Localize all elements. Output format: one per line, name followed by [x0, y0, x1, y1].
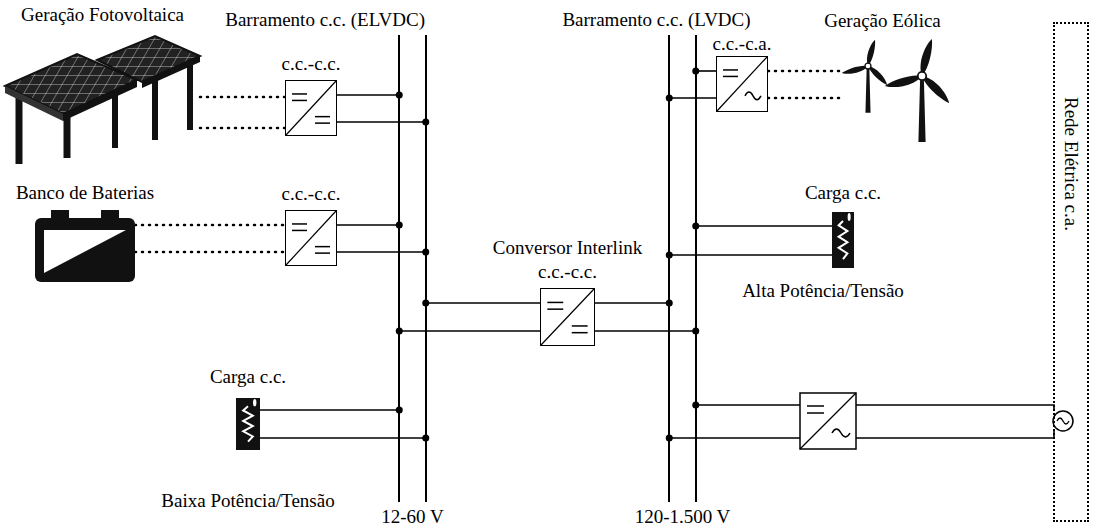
bus-wire — [135, 225, 285, 252]
bus-wire — [595, 300, 699, 335]
converter-symbol — [541, 289, 594, 345]
node-label: Carga c.c. — [805, 182, 881, 204]
ac-source-symbol — [1053, 411, 1073, 431]
bus-wire — [666, 223, 832, 259]
node-label: c.c.-c.c. — [281, 183, 340, 205]
bus-wire — [200, 97, 285, 128]
dc-bus: Barramento c.c. (LVDC)120-1.500 V — [668, 35, 697, 502]
bus-wire — [337, 92, 429, 126]
bus-wire — [337, 222, 429, 256]
converter-symbol — [717, 57, 767, 111]
node-label: Rede Elétrica c.a. — [1060, 97, 1082, 231]
battery-bank: Banco de Baterias — [35, 210, 135, 282]
node-label: Geração Eólica — [824, 10, 941, 32]
dc-ac-converter: c.c.-c.a. — [716, 56, 768, 112]
node-sublabel: Alta Potência/Tensão — [742, 280, 904, 302]
battery-icon — [35, 210, 135, 282]
wind-generation: Geração Eólica — [840, 40, 965, 120]
node-label: Carga c.c. — [210, 366, 286, 388]
bus-wire — [260, 407, 429, 442]
converter-symbol — [286, 211, 336, 265]
wind-turbines — [840, 40, 965, 120]
dc-dc-converter: c.c.-c.c. — [285, 80, 337, 136]
node-label: c.c.-c.c. — [281, 53, 340, 75]
bus-wire — [396, 300, 540, 335]
node-sublabel: 120-1.500 V — [635, 506, 731, 528]
node-sublabel: 12-60 V — [381, 506, 443, 528]
dc-load: Carga c.c.Alta Potência/Tensão — [832, 212, 854, 268]
node-sublabel: c.c.-c.c. — [538, 261, 597, 283]
node-label: Conversor Interlink — [493, 237, 642, 259]
grid-converter-symbol — [800, 393, 856, 449]
node-label: Banco de Baterias — [16, 182, 154, 204]
node-sublabel: Baixa Potência/Tensão — [161, 490, 334, 512]
resistor-symbol — [236, 398, 260, 450]
interlink-converter: Conversor Interlinkc.c.-c.c. — [540, 288, 595, 346]
converter-symbol — [286, 81, 336, 135]
node-label: c.c.-c.a. — [712, 33, 771, 55]
bus-wire — [666, 68, 716, 102]
dc-load: Carga c.c.Baixa Potência/Tensão — [236, 398, 260, 450]
node-label: Barramento c.c. (LVDC) — [562, 9, 750, 31]
dc-dc-converter: c.c.-c.c. — [285, 210, 337, 266]
node-label: Geração Fotovoltaica — [21, 4, 184, 26]
bus-wire — [768, 71, 840, 98]
pv-panels — [5, 30, 200, 165]
pv-generation: Geração Fotovoltaica — [5, 30, 200, 165]
bus-wire — [666, 402, 1054, 442]
dc-bus: Barramento c.c. (ELVDC)12-60 V — [398, 35, 427, 502]
ac-grid: Rede Elétrica c.a. — [1053, 22, 1089, 522]
node-label: Barramento c.c. (ELVDC) — [225, 9, 425, 31]
resistor-symbol — [832, 212, 854, 268]
